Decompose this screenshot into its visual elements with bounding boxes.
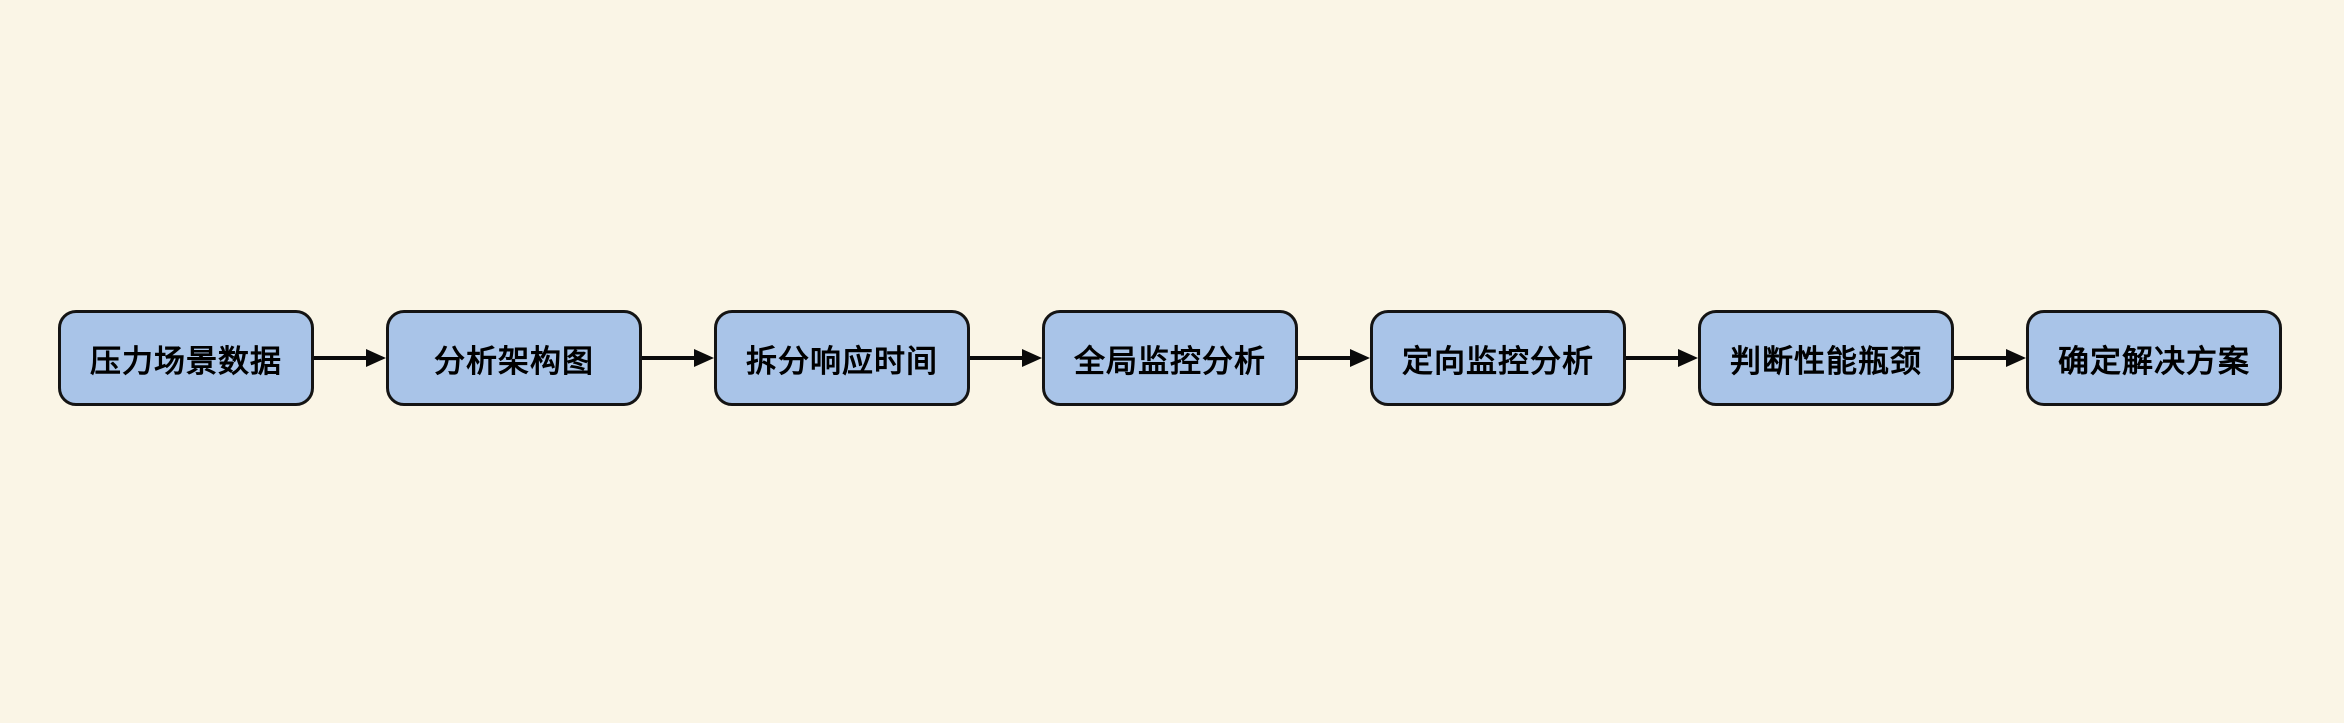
arrow-shaft <box>642 356 695 360</box>
arrow-head-icon <box>366 349 386 367</box>
flow-node-split-response-time: 拆分响应时间 <box>714 310 970 406</box>
flow-node-label: 判断性能瓶颈 <box>1730 343 1922 379</box>
flow-node-label: 分析架构图 <box>434 343 594 379</box>
arrow-head-icon <box>1678 349 1698 367</box>
flow-node-judge-performance-bottleneck: 判断性能瓶颈 <box>1698 310 1954 406</box>
flow-node-global-monitoring-analysis: 全局监控分析 <box>1042 310 1298 406</box>
arrow-head-icon <box>2006 349 2026 367</box>
flow-node-determine-solution: 确定解决方案 <box>2026 310 2282 406</box>
arrow-head-icon <box>1022 349 1042 367</box>
arrow-shaft <box>314 356 367 360</box>
arrow-right-icon <box>314 348 386 368</box>
arrow-shaft <box>1626 356 1679 360</box>
arrow-head-icon <box>1350 349 1370 367</box>
arrow-right-icon <box>642 348 714 368</box>
arrow-right-icon <box>1626 348 1698 368</box>
arrow-right-icon <box>1954 348 2026 368</box>
flow-node-pressure-scenario-data: 压力场景数据 <box>58 310 314 406</box>
arrow-right-icon <box>1298 348 1370 368</box>
arrow-shaft <box>970 356 1023 360</box>
flow-node-analyze-architecture: 分析架构图 <box>386 310 642 406</box>
flow-node-label: 拆分响应时间 <box>746 343 938 379</box>
flow-node-label: 压力场景数据 <box>90 343 282 379</box>
arrow-head-icon <box>694 349 714 367</box>
arrow-shaft <box>1298 356 1351 360</box>
flow-node-label: 全局监控分析 <box>1074 343 1266 379</box>
flow-node-label: 确定解决方案 <box>2058 343 2250 379</box>
flow-node-targeted-monitoring-analysis: 定向监控分析 <box>1370 310 1626 406</box>
flow-node-label: 定向监控分析 <box>1402 343 1594 379</box>
arrow-shaft <box>1954 356 2007 360</box>
arrow-right-icon <box>970 348 1042 368</box>
